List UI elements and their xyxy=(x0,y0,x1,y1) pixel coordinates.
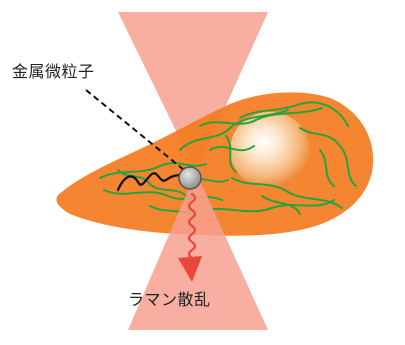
metal-particle xyxy=(179,167,201,189)
metal-particle-label: 金属微粒子 xyxy=(12,58,95,82)
raman-scattering-label: ラマン散乱 xyxy=(128,286,211,310)
